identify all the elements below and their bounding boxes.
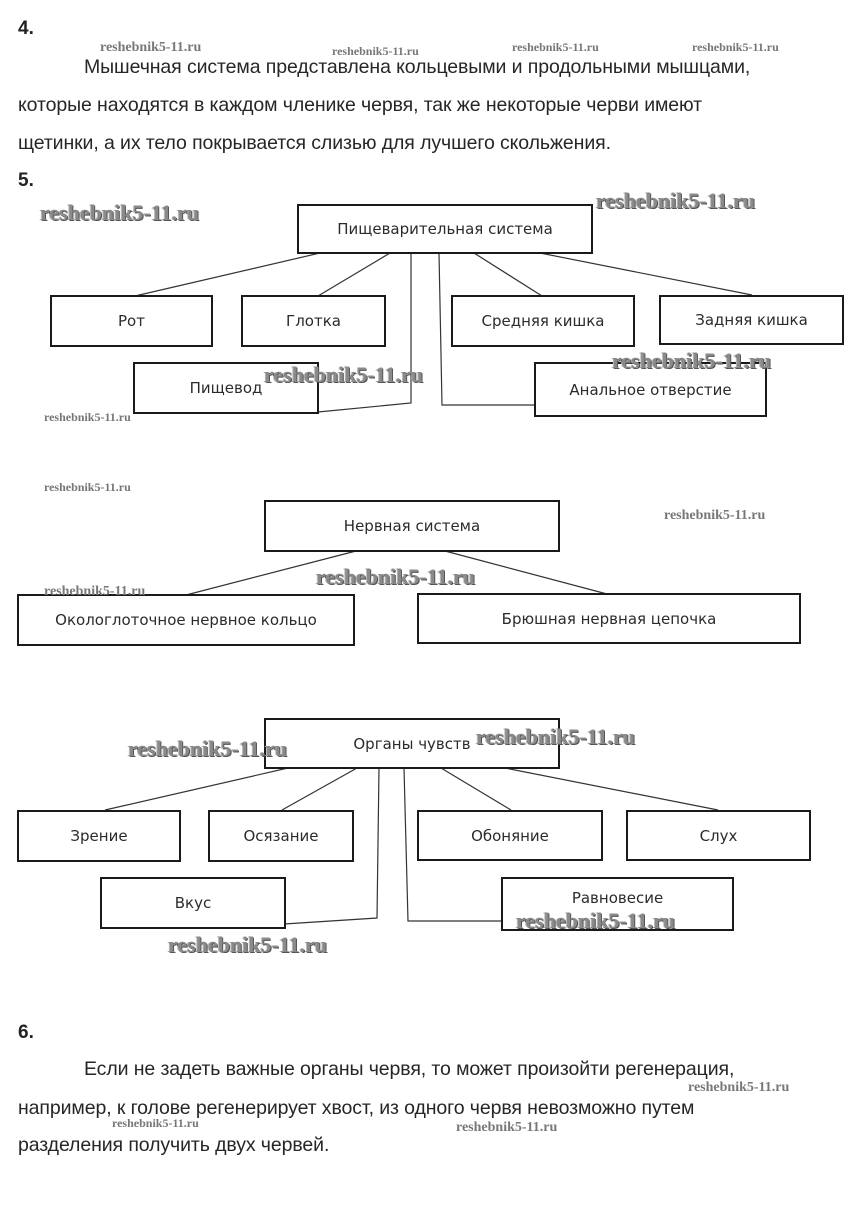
- watermark: reshebnik5-11.ru: [44, 584, 146, 599]
- senses-root-box: Органы чувств: [264, 718, 560, 769]
- watermark: reshebnik5-11.ru: [456, 1120, 558, 1135]
- senses-root-label: Органы чувств: [353, 734, 471, 753]
- q4-text-line-2: которые находятся в каждом членике червя…: [18, 94, 702, 116]
- senses-child-label: Вкус: [174, 894, 212, 912]
- connector-digestive-anus: [438, 252, 535, 406]
- digestive-child-box: Рот: [50, 295, 213, 347]
- nervous-child-label: Окологлоточное нервное кольцо: [55, 611, 317, 629]
- watermark: reshebnik5-11.ru: [596, 188, 756, 213]
- connector-digestive-mouth: [134, 252, 321, 297]
- senses-child-box: Вкус: [100, 877, 286, 929]
- connector-senses-hearing: [504, 767, 719, 811]
- watermark: reshebnik5-11.ru: [40, 200, 200, 225]
- connector-senses-touch: [281, 767, 358, 811]
- q6-text-line-1: Если не задеть важные органы червя, то м…: [84, 1058, 735, 1080]
- digestive-child-box: Пищевод: [133, 362, 319, 414]
- senses-child-box: Осязание: [208, 810, 354, 862]
- watermark: reshebnik5-11.ru: [100, 40, 202, 55]
- senses-child-box: Равновесие: [501, 877, 734, 931]
- connector-senses-taste: [283, 767, 380, 925]
- nervous-child-label: Брюшная нервная цепочка: [501, 609, 717, 628]
- digestive-child-label: Глотка: [286, 312, 341, 330]
- watermark: reshebnik5-11.ru: [168, 932, 328, 957]
- watermark: reshebnik5-11.ru: [692, 40, 779, 54]
- digestive-child-box: Задняя кишка: [659, 295, 844, 345]
- digestive-child-label: Пищевод: [189, 379, 263, 397]
- senses-child-label: Обоняние: [471, 826, 549, 845]
- digestive-child-label: Анальное отверстие: [569, 380, 732, 399]
- watermark: reshebnik5-11.ru: [44, 410, 131, 424]
- connector-senses-smell: [440, 767, 512, 811]
- nervous-child-box: Окологлоточное нервное кольцо: [17, 594, 355, 646]
- digestive-child-box: Глотка: [241, 295, 386, 347]
- q6-text-line-3: разделения получить двух червей.: [18, 1134, 330, 1156]
- q4-text-line-3: щетинки, а их тело покрывается слизью дл…: [18, 132, 611, 154]
- digestive-child-label: Задняя кишка: [695, 311, 808, 329]
- watermark: reshebnik5-11.ru: [112, 1116, 199, 1130]
- digestive-child-box: Средняя кишка: [451, 295, 635, 347]
- watermark: reshebnik5-11.ru: [332, 44, 419, 58]
- connector-digestive-hindgut: [539, 252, 753, 296]
- watermark: reshebnik5-11.ru: [512, 40, 599, 54]
- connector-digestive-pharynx: [317, 252, 391, 297]
- senses-child-label: Слух: [699, 826, 738, 845]
- connector-nervous-ring: [185, 550, 357, 596]
- watermark: reshebnik5-11.ru: [264, 362, 424, 387]
- senses-child-label: Равновесие: [571, 889, 664, 907]
- watermark: reshebnik5-11.ru: [316, 564, 476, 589]
- watermark: reshebnik5-11.ru: [128, 736, 288, 761]
- digestive-child-box: Анальное отверстие: [534, 362, 767, 417]
- senses-child-box: Слух: [626, 810, 811, 861]
- connector-senses-vision: [104, 767, 289, 811]
- digestive-child-label: Рот: [118, 312, 145, 330]
- watermark: reshebnik5-11.ru: [44, 480, 131, 494]
- nervous-root-box: Нервная система: [264, 500, 560, 552]
- digestive-root-box: Пищеварительная система: [297, 204, 593, 254]
- watermark: reshebnik5-11.ru: [612, 348, 772, 373]
- question-number-5: 5.: [18, 170, 34, 191]
- connector-senses-balance: [403, 767, 501, 922]
- q6-text-line-2: например, к голове регенерирует хвост, и…: [18, 1097, 695, 1119]
- connector-nervous-chain: [444, 550, 608, 595]
- senses-child-box: Обоняние: [417, 810, 603, 861]
- digestive-child-label: Средняя кишка: [481, 312, 605, 330]
- connector-digestive-midgut: [473, 252, 543, 297]
- watermark: reshebnik5-11.ru: [476, 724, 636, 749]
- digestive-root-label: Пищеварительная система: [337, 220, 553, 238]
- senses-child-label: Осязание: [243, 827, 319, 845]
- question-number-4: 4.: [18, 18, 34, 39]
- watermark: reshebnik5-11.ru: [516, 908, 676, 933]
- watermark: reshebnik5-11.ru: [664, 508, 766, 523]
- nervous-root-label: Нервная система: [343, 517, 481, 535]
- watermark: reshebnik5-11.ru: [688, 1080, 790, 1095]
- q4-text-line-1: Мышечная система представлена кольцевыми…: [84, 56, 751, 78]
- question-number-6: 6.: [18, 1022, 34, 1043]
- nervous-child-box: Брюшная нервная цепочка: [417, 593, 801, 644]
- connector-digestive-esophagus: [317, 253, 412, 413]
- senses-child-box: Зрение: [17, 810, 181, 862]
- senses-child-label: Зрение: [70, 827, 128, 845]
